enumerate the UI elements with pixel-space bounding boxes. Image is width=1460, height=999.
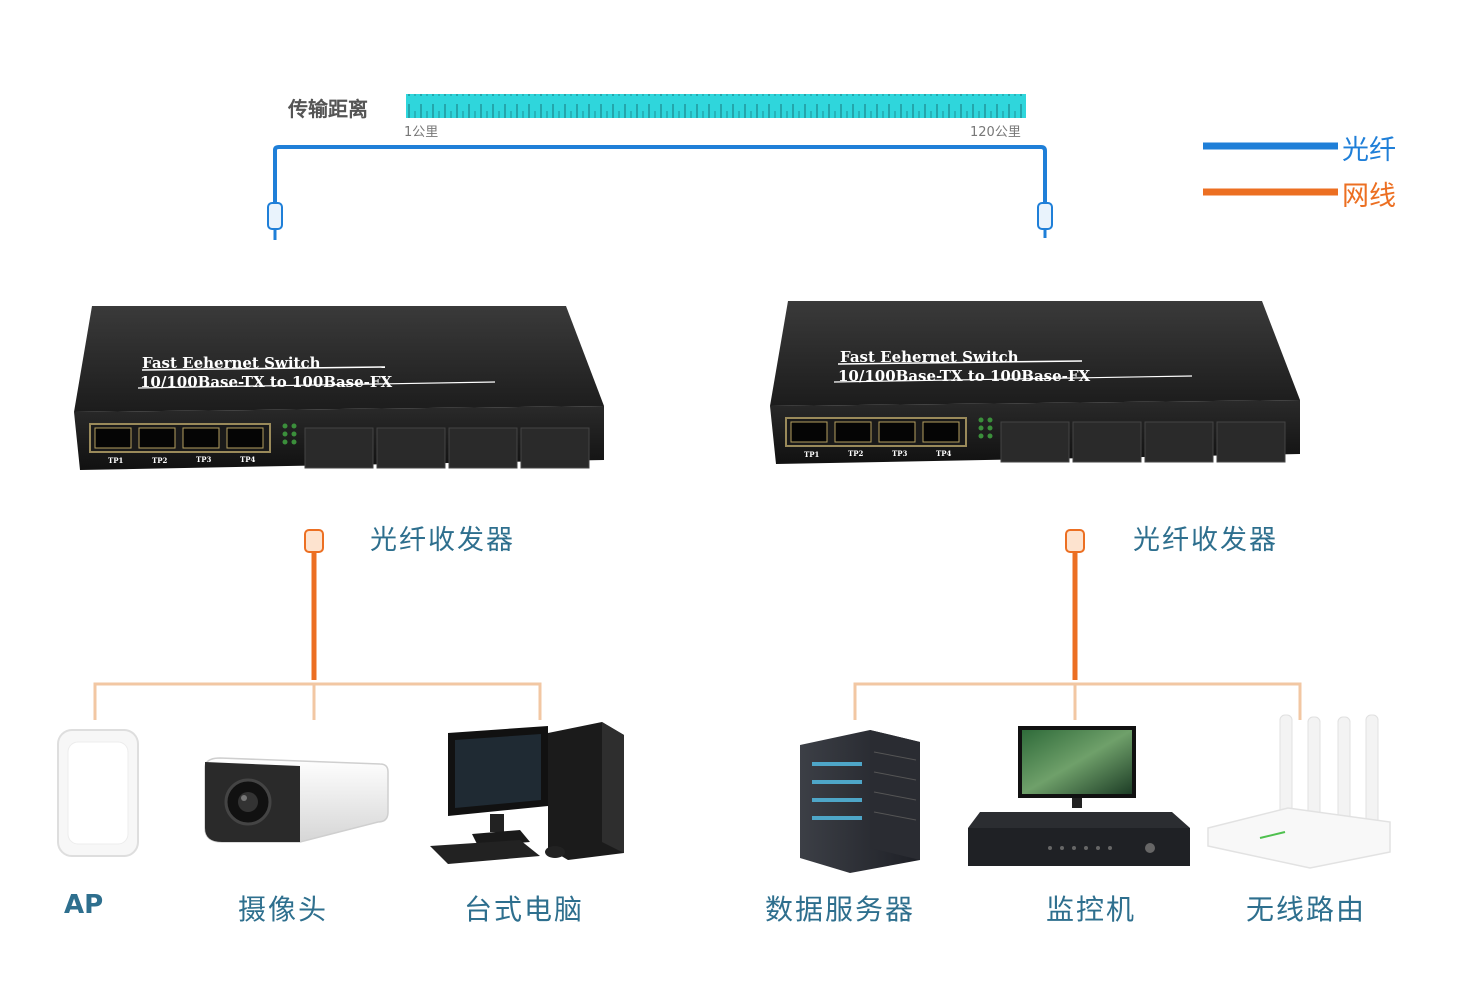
switch-subtitle-left: 10/100Base-TX to 100Base-FX [140,373,393,391]
device-label-ap: AP [64,890,104,920]
access-point-icon [57,729,139,857]
port-label-tp3-left: TP3 [196,455,211,464]
switch-title-right: Fast Eehernet Switch [840,348,1019,366]
device-label-desktop: 台式电脑 [464,893,585,926]
nvr-monitor-icon [968,726,1190,866]
server-icon [800,730,920,873]
ruler-ticks [406,94,1026,118]
port-label-tp2-left: TP2 [152,456,167,465]
port-label-tp4-right: TP4 [936,449,951,458]
status-leds-left [282,423,297,445]
switch-subtitle-right: 10/100Base-TX to 100Base-FX [838,367,1091,385]
port-label-tp1-left: TP1 [108,456,123,465]
distance-end-label: 120公里 [970,125,1021,140]
rj45-ports-right [785,417,967,447]
port-label-tp4-left: TP4 [240,455,255,464]
wifi-router-icon [1207,714,1391,869]
switch-title-left: Fast Eehernet Switch [142,354,321,372]
status-leds-right [978,417,993,439]
distance-label: 传输距离 [288,97,368,121]
sc-fiber-ports-left [304,427,590,469]
fiber-cable [273,145,1047,205]
ethernet-link-left [93,529,542,720]
ethernet-link-right [853,529,1302,720]
distance-ruler [406,94,1026,118]
device-label-camera: 摄像头 [238,893,329,926]
device-label-server: 数据服务器 [765,893,916,926]
distance-start-label: 1公里 [404,125,439,140]
desktop-computer-icon [430,722,624,864]
rj45-connector-right [1065,529,1085,553]
fiber-link [273,145,1047,205]
transceiver-caption-right: 光纤收发器 [1133,525,1278,556]
device-label-router: 无线路由 [1246,893,1367,926]
fiber-connector-right [1037,202,1053,238]
fiber-connector-left [267,202,283,240]
sc-fiber-ports-right [1000,421,1286,463]
port-label-tp2-right: TP2 [848,449,863,458]
transceiver-caption-left: 光纤收发器 [370,525,515,556]
port-label-tp3-right: TP3 [892,449,907,458]
port-label-tp1-right: TP1 [804,450,819,459]
device-label-nvr: 监控机 [1046,893,1137,926]
legend-ethernet-label: 网线 [1342,181,1396,212]
legend-fiber-label: 光纤 [1342,135,1396,166]
fiber-transceiver-left: Fast Eehernet Switch 10/100Base-TX to 10… [74,306,604,470]
rj45-connector-left [304,529,324,553]
fiber-transceiver-right: Fast Eehernet Switch 10/100Base-TX to 10… [770,301,1300,464]
rj45-ports-left [89,423,271,453]
camera-icon [204,757,389,843]
